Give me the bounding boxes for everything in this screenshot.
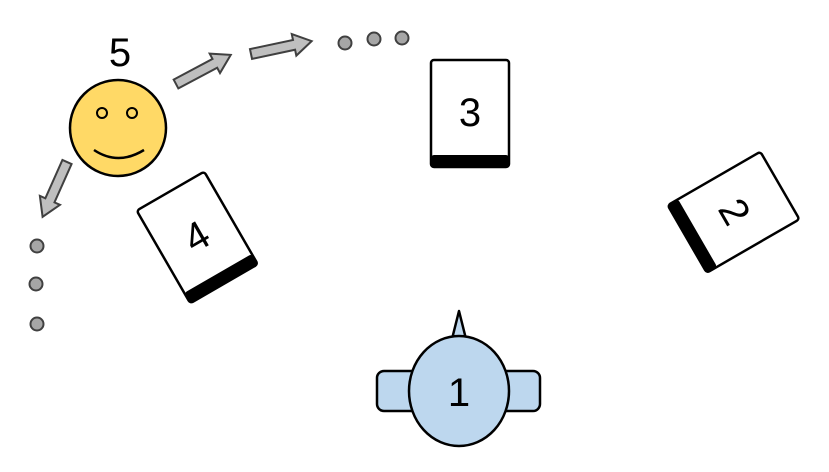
dot	[29, 316, 45, 332]
dot	[29, 238, 45, 254]
robot-1: 1	[375, 309, 542, 448]
arrow-down-left	[38, 158, 73, 219]
book-4: 4	[136, 171, 258, 304]
smiley-face-icon	[68, 78, 168, 178]
book-2: 2	[667, 151, 800, 273]
left-eye-icon	[96, 107, 108, 119]
arrow-right-1	[172, 52, 233, 90]
book-3: 3	[429, 58, 511, 169]
arrows	[38, 32, 314, 219]
person-5-label: 5	[109, 31, 131, 75]
book-3-label: 3	[459, 91, 481, 135]
right-eye-icon	[126, 107, 138, 119]
dot	[337, 35, 353, 51]
dot	[28, 276, 44, 292]
person-5: 5	[68, 31, 168, 178]
top-dots	[337, 30, 410, 51]
arrow-right-2	[248, 32, 314, 61]
dot	[366, 31, 382, 47]
robot-1-label: 1	[448, 371, 470, 415]
smile-icon	[93, 148, 145, 160]
robot-body	[407, 334, 511, 448]
dot	[394, 30, 410, 46]
left-dots	[28, 238, 45, 332]
